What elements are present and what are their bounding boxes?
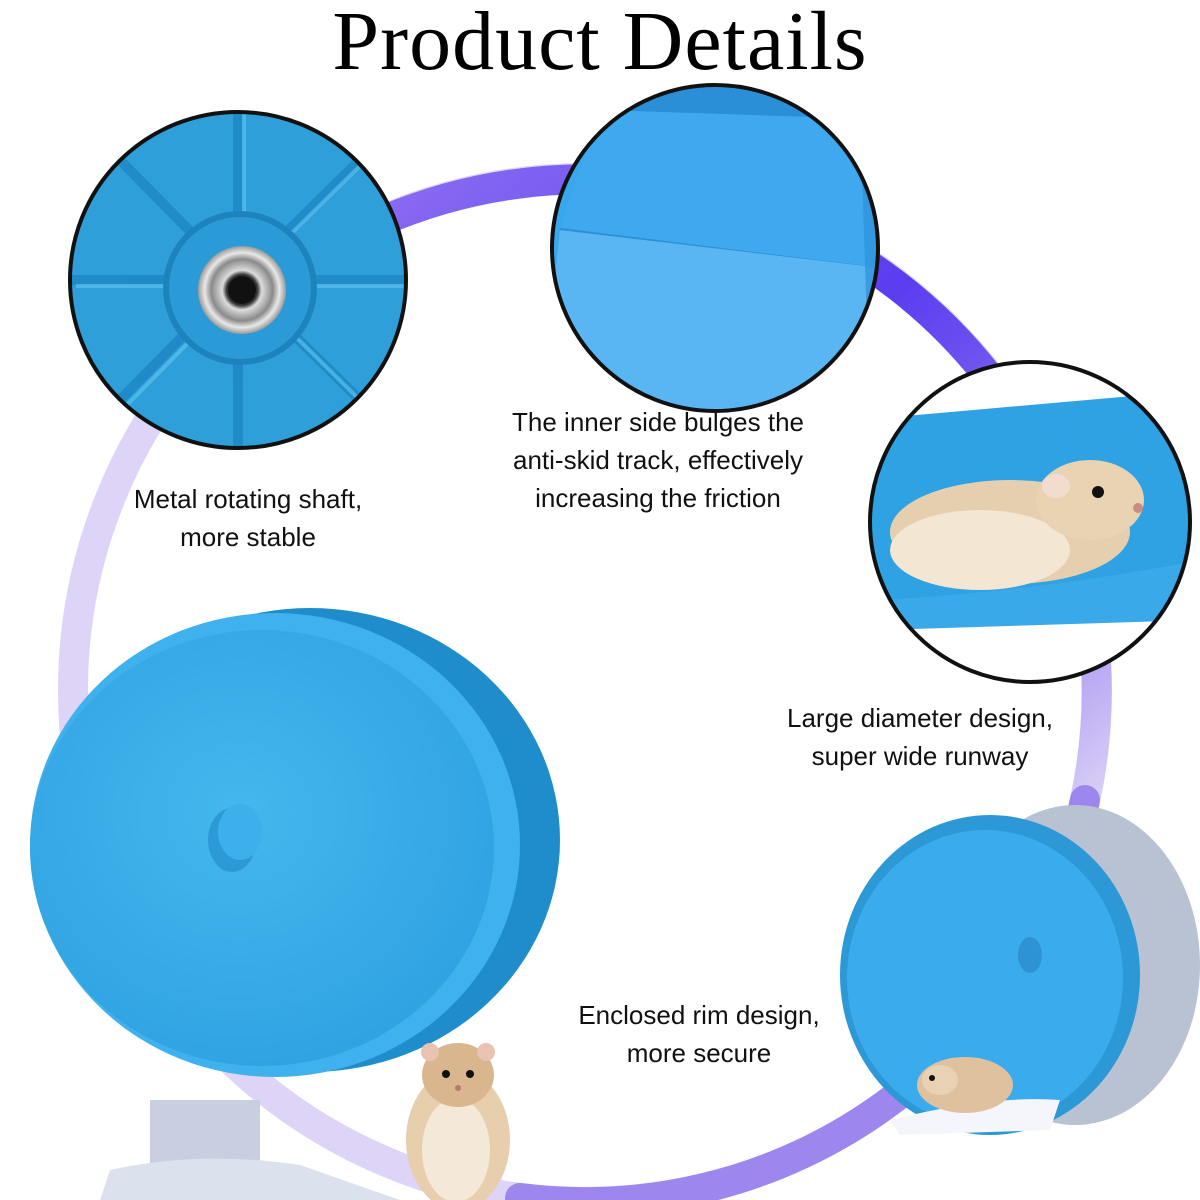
small-wheel-image (840, 805, 1200, 1135)
caption-line: Enclosed rim design, (578, 1000, 820, 1030)
feature-caption-rim: Enclosed rim design, more secure (549, 996, 849, 1072)
caption-line: more stable (180, 522, 316, 552)
feature-caption-runway: Large diameter design, super wide runway (750, 699, 1090, 775)
caption-line: increasing the friction (535, 483, 781, 513)
page-title: Product Details (332, 0, 868, 88)
caption-line: Metal rotating shaft, (133, 484, 363, 514)
track-closeup-image (550, 83, 880, 413)
caption-line: super wide runway (811, 741, 1029, 771)
feature-caption-track: The inner side bulges the anti-skid trac… (478, 403, 838, 517)
shaft-closeup-image (68, 110, 408, 450)
hamster-wheel-image (30, 608, 560, 1200)
hamster-runway-image (868, 360, 1192, 684)
caption-line: Large diameter design, (787, 703, 1053, 733)
caption-line: anti-skid track, effectively (513, 445, 803, 475)
feature-caption-shaft: Metal rotating shaft, more stable (98, 480, 398, 556)
standing-hamster-image (406, 1043, 510, 1200)
caption-line: The inner side bulges the (512, 407, 804, 437)
caption-line: more secure (626, 1038, 772, 1068)
